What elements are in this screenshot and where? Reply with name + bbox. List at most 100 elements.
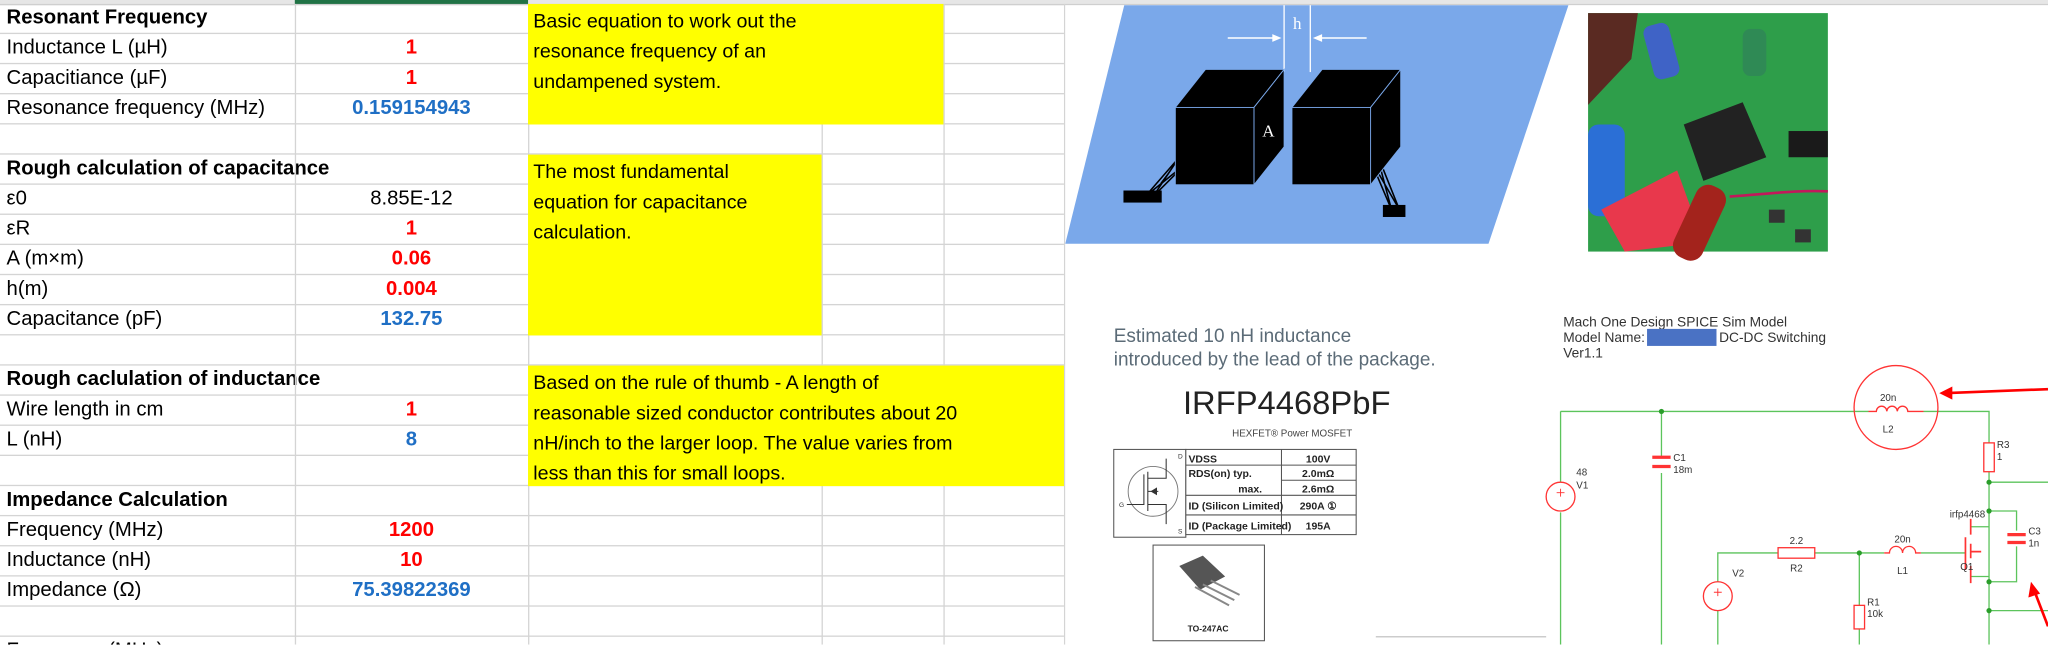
annotation-arrows bbox=[1939, 386, 2048, 627]
wires bbox=[1559, 410, 2048, 645]
component-label: R2 bbox=[1790, 563, 1803, 574]
spec-value: 2.6mΩ bbox=[1302, 485, 1334, 496]
value-cell[interactable]: 10 bbox=[400, 549, 423, 572]
spec-value: 2.0mΩ bbox=[1302, 469, 1334, 480]
component-label: 1 bbox=[1997, 452, 2002, 463]
voltage-source-v2-icon bbox=[1702, 581, 1733, 612]
note-line: The most fundamental bbox=[533, 161, 729, 184]
value-cell[interactable]: 8.85E-12 bbox=[370, 187, 453, 210]
component-label: 18m bbox=[1673, 465, 1692, 476]
note-inductance[interactable]: Based on the rule of thumb - A length of… bbox=[528, 365, 1064, 487]
component-label: 2.2 bbox=[1790, 536, 1804, 547]
value-cell[interactable]: 0.004 bbox=[386, 277, 437, 301]
package-label: TO-247AC bbox=[1188, 624, 1229, 634]
label-cell[interactable]: Capacitiance (µF) bbox=[6, 66, 168, 90]
voltage-source-v1-icon bbox=[1545, 481, 1576, 512]
grid-line bbox=[294, 3, 297, 645]
component-label: L1 bbox=[1897, 566, 1908, 577]
drain-pin-label: D bbox=[1178, 454, 1183, 461]
component-label: C3 bbox=[2028, 527, 2041, 538]
model-version: Ver1.1 bbox=[1563, 346, 1603, 361]
arrow-left-icon bbox=[1939, 386, 1953, 400]
value-cell[interactable]: 1 bbox=[405, 398, 418, 421]
value-cell[interactable]: 1200 bbox=[388, 518, 435, 542]
leg-right bbox=[1368, 150, 1406, 217]
component-label: 20n bbox=[1894, 534, 1910, 545]
label-cell[interactable]: h(m) bbox=[6, 277, 49, 301]
component-label: V1 bbox=[1576, 481, 1588, 492]
resistor-r2-icon bbox=[1777, 547, 1816, 559]
table-row: Impedance (Ω) 75.39822369 bbox=[0, 577, 1064, 607]
note-line: Basic equation to work out the bbox=[533, 10, 797, 33]
capacitor-diagram-image[interactable]: h A bbox=[1065, 5, 1569, 244]
note-capacitance[interactable]: The most fundamental equation for capaci… bbox=[528, 154, 822, 336]
mosfet-q1-icon bbox=[1964, 518, 1982, 584]
label-cell[interactable]: Frequency (MHz) bbox=[6, 518, 164, 542]
grid-line bbox=[943, 3, 945, 645]
note-line: Based on the rule of thumb - A length of bbox=[533, 372, 879, 395]
value-cell[interactable]: 1 bbox=[405, 217, 418, 240]
column-header-bar bbox=[0, 0, 2048, 6]
component-label: V2 bbox=[1732, 569, 1744, 580]
label-cell[interactable]: Wire length in cm bbox=[6, 398, 164, 421]
component-label: R1 bbox=[1867, 597, 1880, 608]
arrow-up-icon bbox=[2028, 581, 2041, 598]
result-cell[interactable]: 0.159154943 bbox=[352, 96, 471, 120]
label-cell[interactable]: A (m×m) bbox=[6, 247, 84, 270]
spec-param: VDSS bbox=[1188, 455, 1217, 466]
note-line: equation for capacitance bbox=[533, 191, 748, 214]
pcb-photo[interactable] bbox=[1588, 13, 1828, 265]
label-cell[interactable]: L (nH) bbox=[6, 428, 63, 451]
note-line: resonance frequency of an bbox=[533, 40, 767, 63]
spec-param: RDS(on) typ. bbox=[1188, 469, 1251, 480]
label-cell[interactable]: ε0 bbox=[6, 187, 27, 210]
note-line: undampened system. bbox=[533, 70, 722, 94]
inductor-l2-icon bbox=[1868, 405, 1924, 413]
component-label: 10k bbox=[1867, 609, 1883, 620]
note-line: reasonable sized conductor contributes a… bbox=[533, 402, 958, 425]
part-number: IRFP4468PbF bbox=[1183, 384, 1391, 421]
table-row bbox=[0, 124, 1064, 155]
source-pin-label: S bbox=[1178, 528, 1183, 535]
label-cell[interactable]: Impedance (Ω) bbox=[6, 579, 142, 602]
mosfet-symbol-icon: G D S bbox=[1113, 448, 1187, 538]
value-cell[interactable]: 1 bbox=[405, 66, 418, 90]
label-cell[interactable]: Inductance L (µH) bbox=[6, 36, 168, 59]
label-cell[interactable]: Inductance (nH) bbox=[6, 549, 152, 572]
spice-schematic-image[interactable]: Mach One Design SPICE Sim Model Model Na… bbox=[1545, 314, 2048, 645]
model-name-suffix: DC-DC Switching bbox=[1719, 330, 1826, 345]
label-cell[interactable]: Resonant Frequency bbox=[6, 6, 208, 29]
capacitor-c3-icon bbox=[2007, 532, 2026, 545]
spec-param: max. bbox=[1238, 485, 1262, 496]
label-cell[interactable]: εR bbox=[6, 217, 31, 240]
label-cell[interactable]: Frequency (MHz) bbox=[0, 637, 295, 644]
label-cell[interactable]: Rough caclulation of inductance bbox=[6, 368, 321, 391]
capacitor-plate-right bbox=[1291, 68, 1402, 187]
component-label: R3 bbox=[1997, 440, 2010, 451]
label-cell[interactable]: Capacitance (pF) bbox=[6, 307, 163, 331]
model-name-label: Model Name: bbox=[1563, 330, 1645, 345]
mosfet-datasheet-image[interactable]: Estimated 10 nH inductance introduced by… bbox=[1113, 326, 1547, 642]
grid-line bbox=[821, 3, 823, 645]
gap-label: h bbox=[1293, 14, 1302, 33]
selected-column-indicator bbox=[294, 0, 529, 4]
value-cell[interactable]: 0.06 bbox=[391, 247, 432, 270]
label-cell[interactable]: Impedance Calculation bbox=[6, 488, 228, 512]
area-label: A bbox=[1262, 121, 1275, 140]
result-cell[interactable]: 75.39822369 bbox=[352, 579, 471, 602]
specs-table: VDSS 100V RDS(on) typ. 2.0mΩ max. 2.6mΩ … bbox=[1185, 448, 1357, 536]
inductor-l1-icon bbox=[1884, 545, 1921, 554]
resistor-r3-icon bbox=[1983, 442, 1995, 473]
component-label: 1n bbox=[2028, 538, 2039, 549]
result-cell[interactable]: 8 bbox=[405, 428, 418, 451]
arrow-left-icon bbox=[1312, 34, 1367, 42]
label-cell[interactable]: Rough calculation of capacitance bbox=[6, 157, 330, 180]
component-label: L2 bbox=[1883, 424, 1894, 435]
value-cell[interactable]: 1 bbox=[405, 36, 418, 59]
note-resonance[interactable]: Basic equation to work out the resonance… bbox=[528, 3, 944, 125]
result-cell[interactable]: 132.75 bbox=[380, 307, 443, 331]
redacted-model-name bbox=[1647, 328, 1717, 346]
label-cell[interactable]: Resonance frequency (MHz) bbox=[6, 96, 266, 120]
spec-value: 100V bbox=[1306, 455, 1330, 466]
